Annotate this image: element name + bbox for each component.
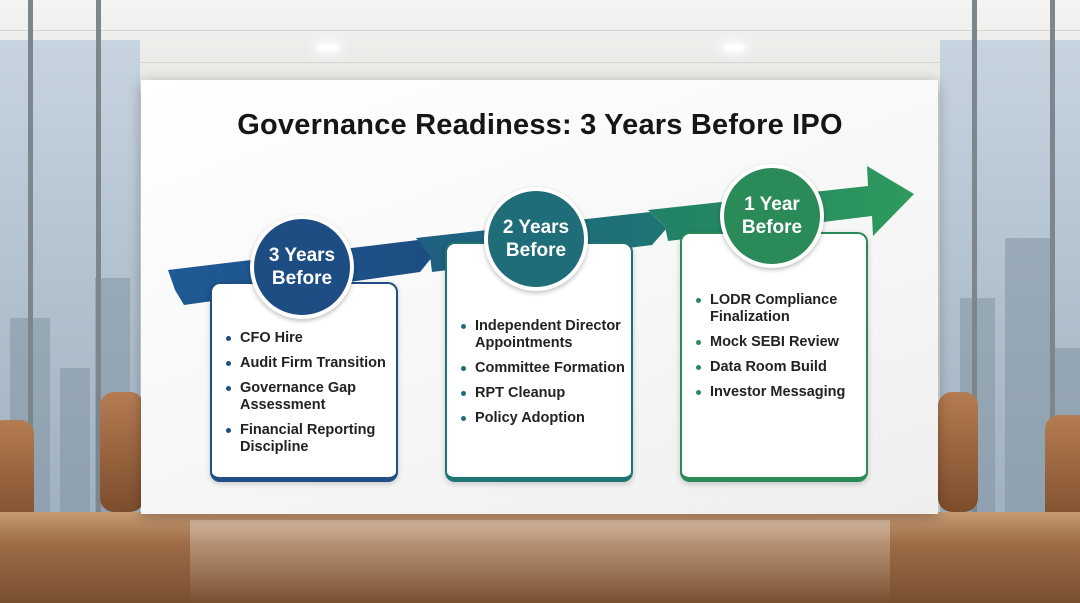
ceiling-seam <box>0 30 1080 31</box>
bullet-dot <box>226 361 231 366</box>
list-item-label: Mock SEBI Review <box>710 334 839 350</box>
window-frame <box>1050 0 1055 528</box>
bullet-dot <box>461 324 466 329</box>
list-item: Committee Formation <box>447 360 631 377</box>
list-item-label: Committee Formation <box>475 360 625 376</box>
list-item: LODR Compliance Finalization <box>682 292 866 326</box>
list-item-label: Data Room Build <box>710 359 827 375</box>
window-frame <box>28 0 33 528</box>
list-item: Audit Firm Transition <box>212 355 396 372</box>
office-chair <box>938 392 978 512</box>
ceiling-seam <box>0 62 1080 63</box>
list-item: RPT Cleanup <box>447 385 631 402</box>
stage-2-checklist: Independent Director Appointments Commit… <box>447 318 631 435</box>
list-item: Governance Gap Assessment <box>212 380 396 414</box>
ceiling <box>0 0 1080 92</box>
list-item-label: RPT Cleanup <box>475 385 566 401</box>
skyline-building <box>1005 238 1050 528</box>
badge-label-line: Before <box>271 268 333 289</box>
bullet-dot <box>696 340 701 345</box>
list-item-label: CFO Hire <box>240 330 303 346</box>
ceiling-light <box>723 44 745 51</box>
bullet-dot <box>696 298 701 303</box>
list-item: Investor Messaging <box>682 384 866 401</box>
window-right <box>940 40 1080 528</box>
bullet-dot <box>696 390 701 395</box>
bullet-dot <box>226 336 231 341</box>
list-item: Policy Adoption <box>447 410 631 427</box>
office-chair <box>0 420 34 530</box>
badge-label-line: 1 Year <box>744 194 800 215</box>
bullet-dot <box>461 416 466 421</box>
list-item: Mock SEBI Review <box>682 334 866 351</box>
bullet-dot <box>226 428 231 433</box>
stage-badge-3-years-before: 3 Years Before <box>250 215 354 319</box>
bullet-dot <box>461 391 466 396</box>
list-item-label: Investor Messaging <box>710 384 846 400</box>
list-item: Independent Director Appointments <box>447 318 631 352</box>
list-item: Financial Reporting Discipline <box>212 422 396 456</box>
badge-label-line: Before <box>741 217 803 238</box>
bullet-dot <box>226 386 231 391</box>
list-item-label: Independent Director Appointments <box>475 318 621 351</box>
ceiling-light <box>317 44 339 51</box>
list-item: CFO Hire <box>212 330 396 347</box>
list-item-label: Audit Firm Transition <box>240 355 386 371</box>
stage-badge-2-years-before: 2 Years Before <box>484 187 588 291</box>
stage-1-checklist: CFO Hire Audit Firm Transition Governanc… <box>212 330 396 464</box>
window-frame <box>96 0 101 528</box>
office-chair <box>1045 415 1080 530</box>
stage-badge-1-year-before: 1 Year Before <box>720 164 824 268</box>
window-frame <box>972 0 977 528</box>
list-item-label: Financial Reporting Discipline <box>240 422 376 455</box>
stage-card-1-year-before: LODR Compliance Finalization Mock SEBI R… <box>680 232 868 482</box>
list-item: Data Room Build <box>682 359 866 376</box>
skyline-building <box>60 368 90 528</box>
stage-3-checklist: LODR Compliance Finalization Mock SEBI R… <box>682 292 866 409</box>
slide-title: Governance Readiness: 3 Years Before IPO <box>237 109 843 141</box>
badge-label-line: 3 Years <box>268 245 336 266</box>
list-item-label: Policy Adoption <box>475 410 585 426</box>
list-item-label: LODR Compliance Finalization <box>710 292 838 325</box>
conference-table <box>0 512 1080 603</box>
badge-label-line: 2 Years <box>502 217 570 238</box>
bullet-dot <box>696 365 701 370</box>
office-chair <box>100 392 144 512</box>
table-reflection <box>190 520 890 603</box>
badge-label-line: Before <box>505 240 567 261</box>
list-item-label: Governance Gap Assessment <box>240 380 357 413</box>
bullet-dot <box>461 366 466 371</box>
